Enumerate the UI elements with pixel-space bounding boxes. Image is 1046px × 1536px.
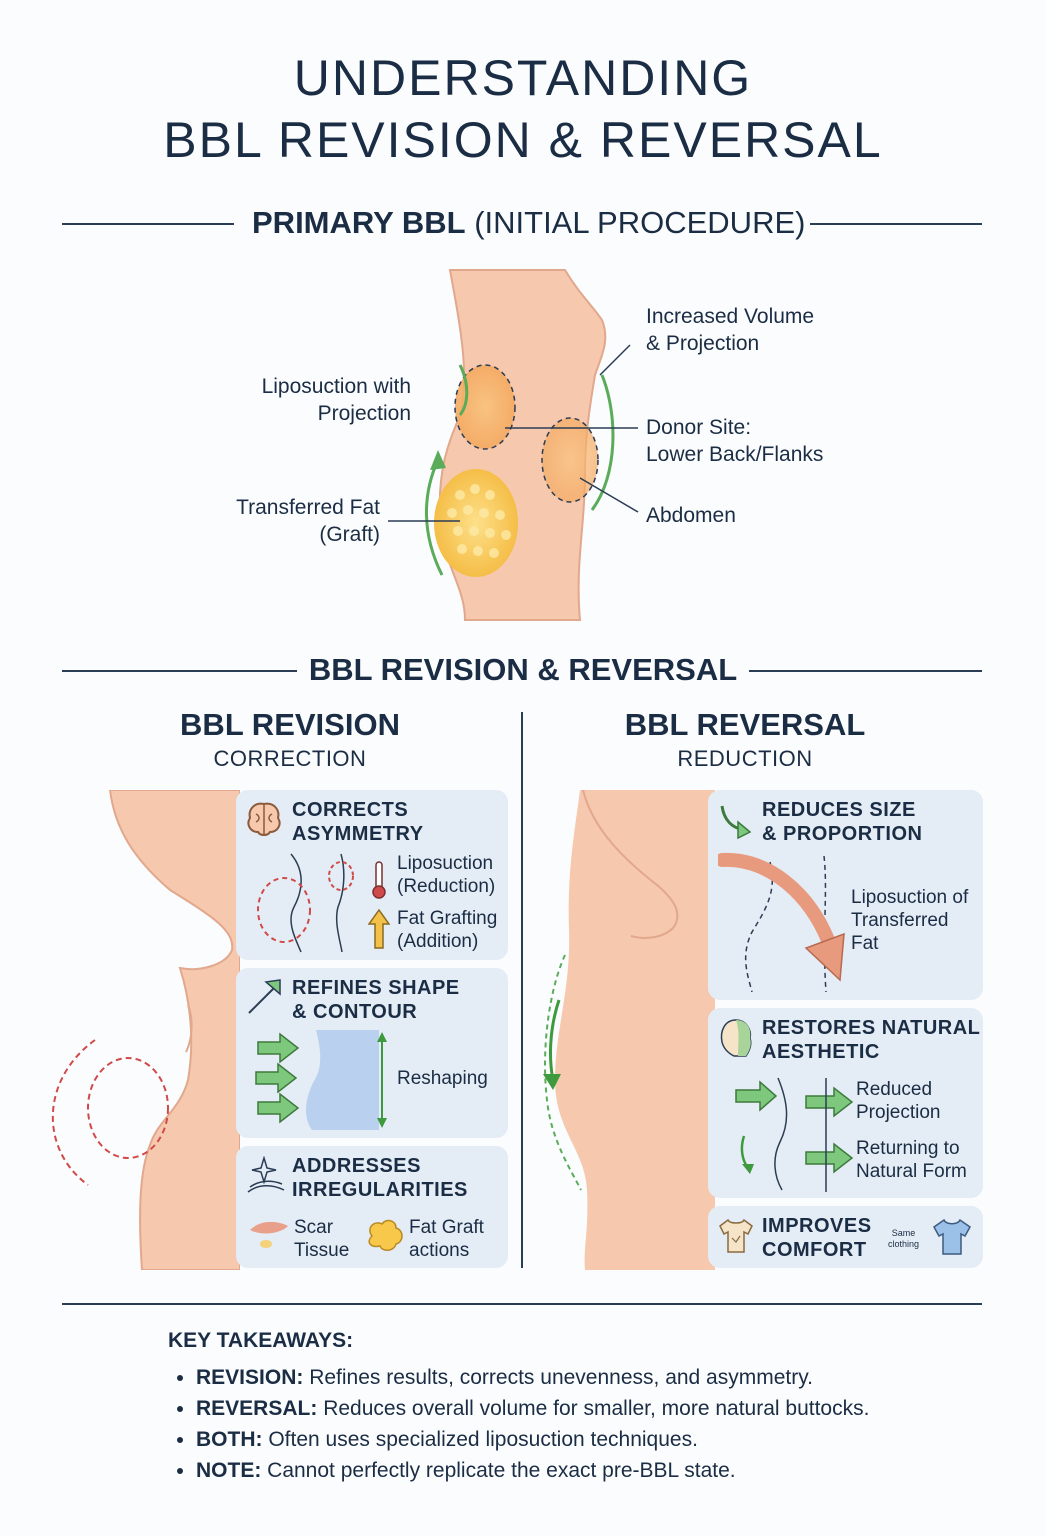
- head-profile-icon: [720, 1019, 752, 1057]
- card-corrects-asymmetry: CORRECTS ASYMMETRY Liposuction (Reductio…: [236, 790, 508, 960]
- takeaway-label: REVERSAL:: [196, 1397, 318, 1420]
- thermometer-icon: [372, 861, 386, 899]
- takeaway-label: REVISION:: [196, 1366, 304, 1389]
- tshirt-blue-icon: [933, 1218, 971, 1255]
- primary-heading-bold: PRIMARY BBL: [252, 205, 466, 240]
- curved-arrow-icon: [720, 805, 752, 840]
- divider2-left: [62, 670, 297, 672]
- fat-grafting-line2: (Addition): [397, 931, 479, 952]
- shape-title-line2: & CONTOUR: [292, 1001, 418, 1023]
- asymmetry-illustration: [257, 853, 354, 953]
- asymmetry-title-line1: CORRECTS: [292, 799, 409, 821]
- card-improves-comfort: IMPROVES COMFORT Same clothing: [708, 1206, 983, 1268]
- revision-subtitle: CORRECTION: [213, 746, 367, 771]
- card-addresses-irregularities: ADDRESSES IRREGULARITIES Scar Tissue Fat…: [236, 1146, 508, 1268]
- takeaway-text: Reduces overall volume for smaller, more…: [317, 1397, 870, 1420]
- restores-title-line1: RESTORES NATURAL: [762, 1017, 981, 1039]
- label-transferred-line2: (Graft): [319, 523, 380, 546]
- reduces-title-line1: REDUCES SIZE: [762, 799, 916, 821]
- shape-title-line1: REFINES SHAPE: [292, 977, 460, 999]
- takeaway-item: BOTH: Often uses specialized liposuction…: [196, 1424, 988, 1455]
- primary-heading-rest: (INITIAL PROCEDURE): [465, 205, 806, 240]
- primary-heading: PRIMARY BBL (INITIAL PROCEDURE): [252, 205, 805, 241]
- returning-line2: Natural Form: [856, 1161, 967, 1182]
- scar-line1: Scar: [294, 1217, 334, 1238]
- takeaway-item: REVERSAL: Reduces overall volume for sma…: [196, 1393, 988, 1424]
- takeaways-heading: KEY TAKEAWAYS:: [168, 1329, 354, 1352]
- scar-line2: Tissue: [294, 1240, 350, 1261]
- same-clothing-line2: clothing: [888, 1239, 920, 1249]
- irregular-title-line1: ADDRESSES: [292, 1155, 421, 1177]
- label-donor-line1: Donor Site:: [646, 416, 752, 439]
- diagonal-arrow-icon: [248, 979, 281, 1014]
- reversal-title: BBL REVERSAL: [624, 707, 866, 742]
- takeaways-list: REVISION: Refines results, corrects unev…: [168, 1362, 988, 1486]
- brain-icon: [247, 802, 281, 836]
- label-abdomen: Abdomen: [646, 504, 736, 527]
- card-restores-natural: RESTORES NATURAL AESTHETIC Reduced Proje…: [708, 1008, 983, 1198]
- comfort-title-line1: IMPROVES: [762, 1215, 872, 1237]
- up-arrow-icon: [368, 908, 390, 949]
- fat-graft-line1: Fat Graft: [409, 1217, 484, 1238]
- takeaway-text: Refines results, corrects unevenness, an…: [303, 1366, 814, 1389]
- page-title-line1: UNDERSTANDING: [293, 50, 753, 106]
- card-reduces-size: REDUCES SIZE & PROPORTION Liposuction of…: [708, 790, 983, 1000]
- label-volume-line1: Increased Volume: [646, 305, 815, 328]
- takeaway-text: Cannot perfectly replicate the exact pre…: [261, 1459, 736, 1482]
- divider-left: [62, 223, 234, 225]
- rev-lipo-line2: Transferred: [851, 910, 949, 931]
- same-clothing-line1: Same: [891, 1228, 916, 1238]
- revision-title: BBL REVISION: [180, 707, 400, 742]
- lipo-reduction-line2: (Reduction): [397, 876, 496, 897]
- lipo-reduction-line1: Liposuction: [397, 853, 494, 874]
- reduces-title-line2: & PROPORTION: [762, 823, 923, 845]
- fat-grafting-line1: Fat Grafting: [397, 908, 498, 929]
- column-divider: [521, 712, 523, 1268]
- rev-lipo-line1: Liposuction of: [851, 887, 969, 908]
- takeaway-text: Often uses specialized liposuction techn…: [262, 1428, 698, 1451]
- rev-lipo-line3: Fat: [851, 933, 879, 954]
- primary-body-figure: [425, 269, 615, 621]
- restores-title-line2: AESTHETIC: [762, 1041, 880, 1063]
- sparkle-icon: [247, 1156, 285, 1193]
- card-refines-shape: REFINES SHAPE & CONTOUR Reshaping: [236, 968, 508, 1138]
- reversal-body-figure: [543, 790, 715, 1270]
- section2-heading: BBL REVISION & REVERSAL: [308, 652, 738, 687]
- returning-line1: Returning to: [856, 1138, 960, 1159]
- comfort-title-line2: COMFORT: [762, 1239, 867, 1261]
- takeaways-divider: [62, 1303, 982, 1305]
- takeaway-item: NOTE: Cannot perfectly replicate the exa…: [196, 1455, 988, 1486]
- label-liposuction-line1: Liposuction with: [261, 375, 411, 398]
- takeaway-label: NOTE:: [196, 1459, 262, 1482]
- page-title-line2: BBL REVISION & REVERSAL: [163, 112, 883, 168]
- reduced-projection-line1: Reduced: [856, 1079, 933, 1100]
- takeaway-label: BOTH:: [196, 1428, 263, 1451]
- reduction-illustration: [718, 852, 845, 993]
- scar-tissue-icon: [250, 1221, 288, 1248]
- divider2-right: [749, 670, 982, 672]
- takeaway-item: REVISION: Refines results, corrects unev…: [196, 1362, 988, 1393]
- same-clothing-caption: Same clothing: [888, 1228, 919, 1250]
- divider-right: [810, 223, 982, 225]
- reshaping-label: Reshaping: [397, 1068, 488, 1089]
- reshaping-illustration: [255, 1030, 387, 1130]
- label-volume-line2: & Projection: [646, 332, 760, 355]
- fat-graft-line2: actions: [409, 1240, 470, 1261]
- label-liposuction-line2: Projection: [317, 402, 411, 425]
- fat-graft-icon: [368, 1219, 403, 1251]
- revision-body-figure: [51, 790, 240, 1270]
- primary-leader-lines: [388, 344, 639, 522]
- irregular-title-line2: IRREGULARITIES: [292, 1179, 468, 1201]
- restore-illustration: [735, 1077, 854, 1192]
- label-transferred-line1: Transferred Fat: [236, 496, 380, 519]
- reversal-subtitle: REDUCTION: [677, 746, 813, 771]
- label-donor-line2: Lower Back/Flanks: [646, 443, 824, 466]
- tshirt-beige-icon: [719, 1218, 753, 1253]
- asymmetry-title-line2: ASYMMETRY: [292, 823, 424, 845]
- reduced-projection-line2: Projection: [856, 1102, 941, 1123]
